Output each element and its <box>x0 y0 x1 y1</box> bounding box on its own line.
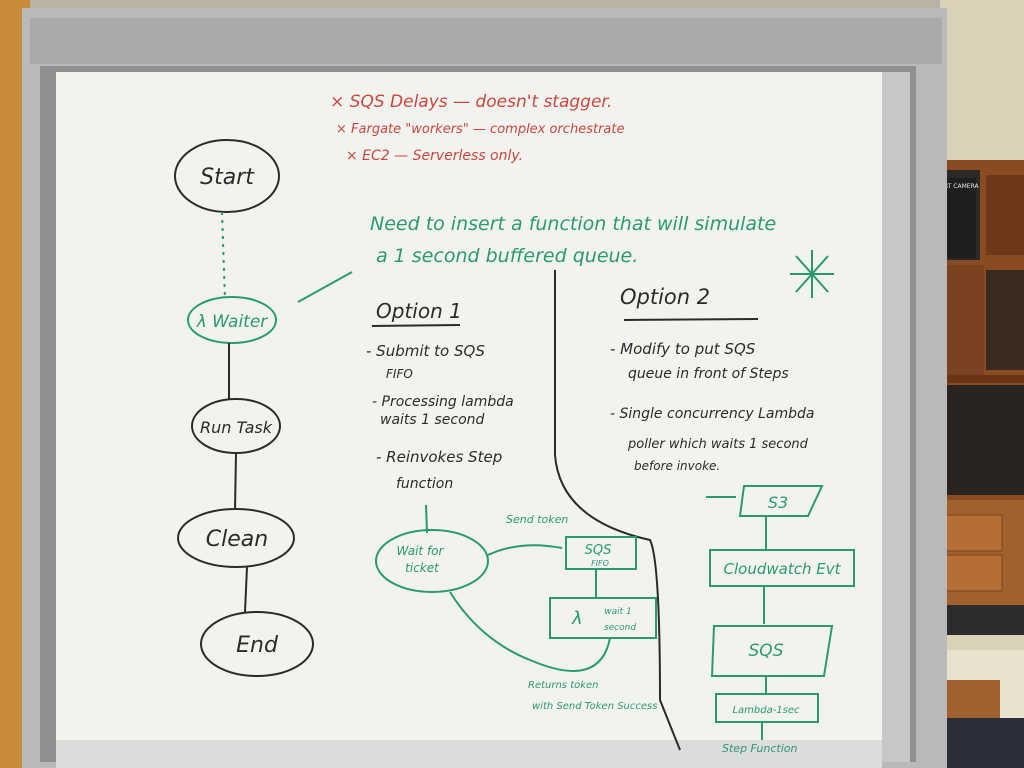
step-flow: Start λ Waiter Run Task Clean End <box>174 139 314 677</box>
option1-b2b: waits 1 second <box>380 412 485 428</box>
green-note-line-1: Need to insert a function that will simu… <box>370 213 776 235</box>
start-node <box>174 139 280 213</box>
returns-label-b: with Send Token Success <box>532 701 657 712</box>
option1-b1a: - Submit to SQS <box>366 342 485 360</box>
whiteboard-tray <box>56 740 882 768</box>
wait-lambda-label-a: wait 1 <box>604 607 632 617</box>
red-note-1: × SQS Delays — doesn't stagger. <box>330 92 612 112</box>
s3-box <box>738 485 824 517</box>
lambda-box <box>715 693 819 723</box>
sqs-label: SQS <box>749 641 784 661</box>
waiter-node <box>187 296 277 344</box>
red-note-2: × Fargate "workers" — complex orchestrat… <box>336 122 624 137</box>
lambda-label: Lambda-1sec <box>732 705 800 716</box>
start-label: Start <box>200 165 255 190</box>
option1-title: Option 1 <box>376 299 462 323</box>
sqs-box <box>710 625 834 677</box>
poster: RT CAMERA <box>942 178 979 258</box>
cloudwatch-label: Cloudwatch Evt <box>724 560 842 578</box>
waiter-label: λ Waiter <box>196 312 269 332</box>
option2-title: Option 2 <box>620 285 710 309</box>
option2-b2c: before invoke. <box>634 459 720 473</box>
lambda-symbol: λ <box>571 608 583 629</box>
asterisk-mark <box>790 250 834 298</box>
option1-b3b: function <box>396 476 453 492</box>
clean-node <box>177 508 295 568</box>
option2-b1a: - Modify to put SQS <box>610 340 756 358</box>
option2-b2a: - Single concurrency Lambda <box>610 406 815 422</box>
option1-b2a: - Processing lambda <box>372 394 514 410</box>
option-1: Option 1 - Submit to SQS FIFO - Processi… <box>366 299 657 712</box>
wait-for-ticket-node <box>375 529 489 593</box>
whiteboard-top-rail <box>30 18 942 64</box>
option-2: Option 2 - Modify to put SQS queue in fr… <box>610 285 855 755</box>
red-notes: × SQS Delays — doesn't stagger. × Fargat… <box>330 92 624 164</box>
whiteboard-right-rail <box>882 72 910 762</box>
sqs-fifo-label-b: FIFO <box>591 559 609 568</box>
send-token-label: Send token <box>506 513 568 526</box>
clean-label: Clean <box>206 527 268 552</box>
sqs-fifo-label-a: SQS <box>585 543 612 558</box>
end-node <box>200 611 314 677</box>
wait-lambda-label-b: second <box>604 623 636 633</box>
wait-label-b: ticket <box>405 561 440 575</box>
green-note-line-2: a 1 second buffered queue. <box>376 245 638 267</box>
divider-line <box>554 270 681 751</box>
end-label: End <box>236 633 279 658</box>
sqs-fifo-box <box>565 536 637 570</box>
runtask-label: Run Task <box>200 418 273 437</box>
returns-label-a: Returns token <box>528 680 599 691</box>
green-note: Need to insert a function that will simu… <box>297 213 776 303</box>
cloudwatch-box <box>709 549 855 587</box>
wait-lambda-box <box>549 597 657 639</box>
whiteboard-surface <box>56 72 882 752</box>
poster-text: RT CAMERA <box>944 183 979 190</box>
option2-b2b: poller which waits 1 second <box>627 437 809 452</box>
step-function-label: Step Function <box>722 742 798 755</box>
option1-b1b: FIFO <box>386 367 413 381</box>
wait-label-a: Wait for <box>397 544 445 558</box>
s3-label: S3 <box>768 493 788 512</box>
option1-b3a: - Reinvokes Step <box>376 448 502 466</box>
option2-b1b: queue in front of Steps <box>628 366 789 382</box>
red-note-3: × EC2 — Serverless only. <box>346 148 523 164</box>
